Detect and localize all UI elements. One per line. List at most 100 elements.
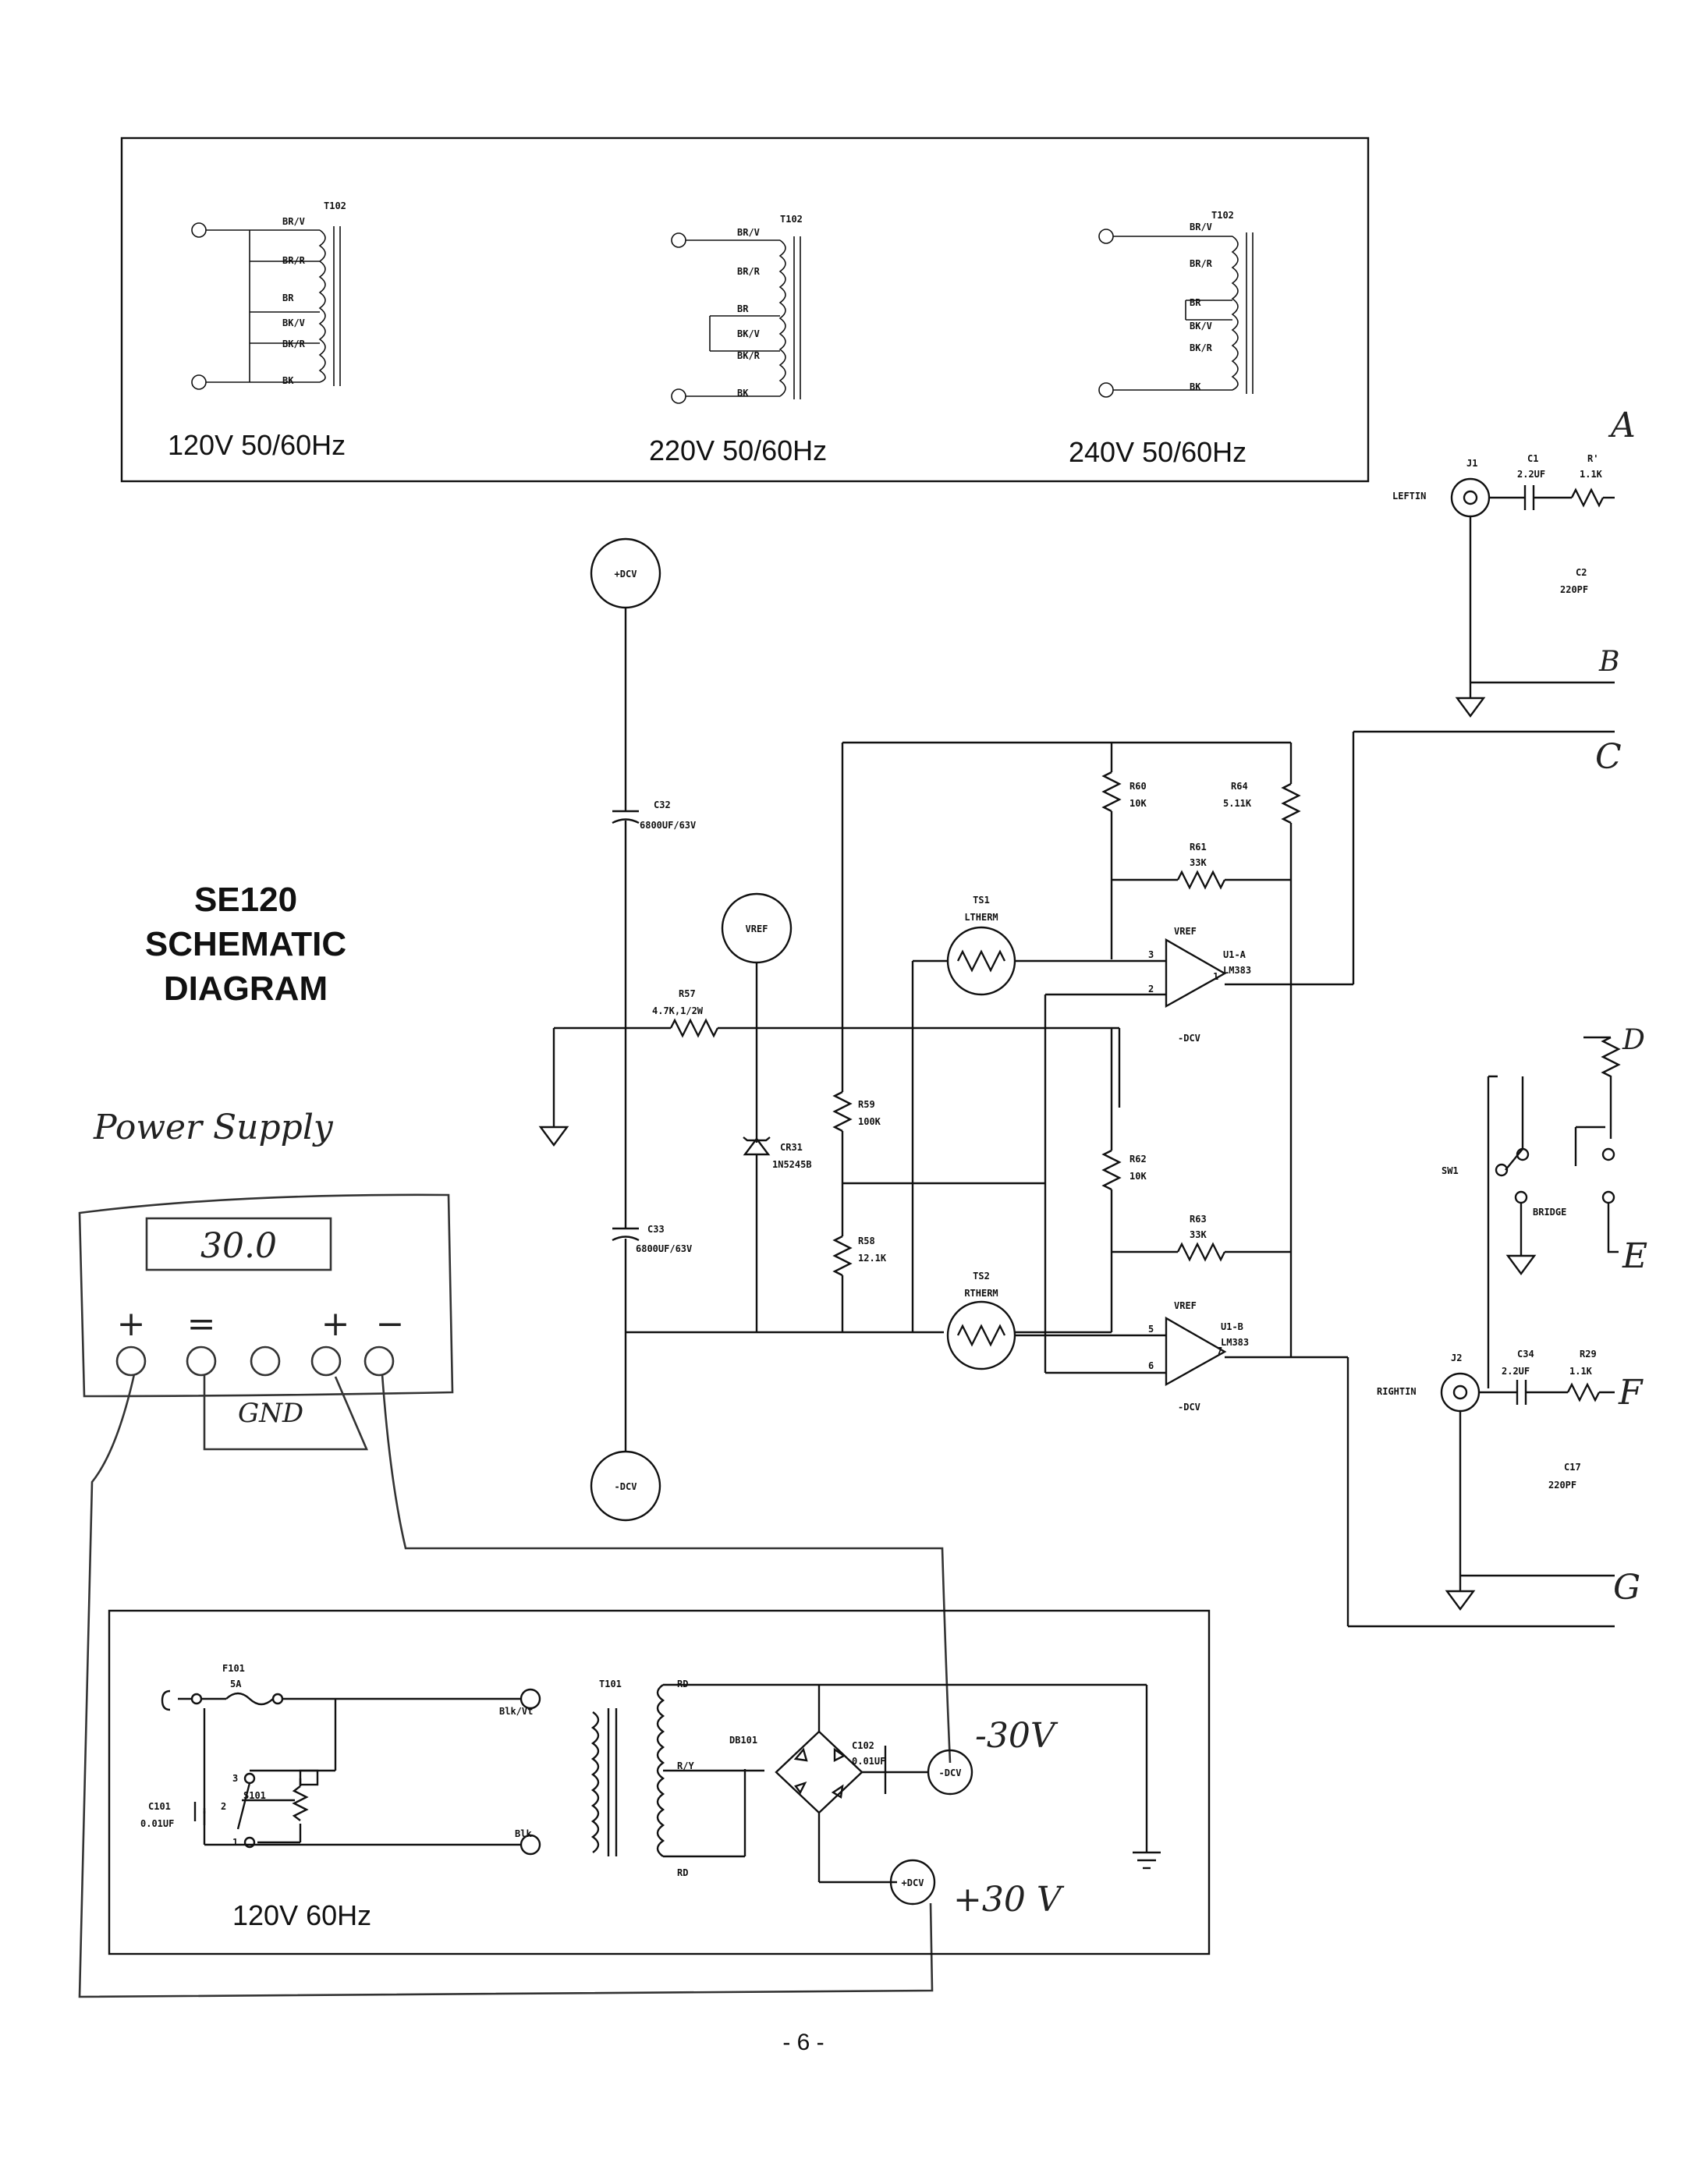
c32-label: C32 bbox=[654, 800, 671, 810]
c101-value: 0.01UF bbox=[140, 1818, 174, 1829]
tap-label: BR/V bbox=[282, 216, 305, 227]
r59-label: R59 bbox=[858, 1099, 875, 1110]
psu-circuit bbox=[161, 1683, 1161, 1906]
pin-label: 2 bbox=[1148, 984, 1154, 994]
switch-pin: 3 bbox=[232, 1773, 238, 1784]
c34-label: C34 bbox=[1517, 1349, 1534, 1360]
tap-label: BK/V bbox=[737, 328, 760, 339]
neg-rail-node: -DCV bbox=[615, 1481, 637, 1492]
c102-label: C102 bbox=[852, 1740, 874, 1751]
u1a-value: LM383 bbox=[1223, 965, 1251, 976]
handwritten-letter: D bbox=[1622, 1024, 1645, 1056]
handwritten-display-reading: 30.0 bbox=[200, 1226, 277, 1266]
r61-value: 33K bbox=[1190, 857, 1207, 868]
c17-label: C17 bbox=[1564, 1462, 1581, 1473]
r61-label: R61 bbox=[1190, 842, 1207, 853]
tap-label: BK/R bbox=[737, 350, 761, 361]
f101-label: F101 bbox=[222, 1663, 245, 1674]
tap-label: BR bbox=[737, 303, 749, 314]
page-number: - 6 - bbox=[782, 2030, 824, 2055]
handwritten-letter: B bbox=[1598, 646, 1619, 678]
tap-label: BR/R bbox=[737, 266, 761, 277]
pin-label: 7 bbox=[1217, 1346, 1222, 1356]
c17-value: 220PF bbox=[1548, 1480, 1576, 1491]
handwritten-letter: A bbox=[1608, 406, 1636, 445]
u1a-vref: VREF bbox=[1174, 926, 1197, 937]
terminal-sign: = bbox=[187, 1304, 216, 1344]
cr31-value: 1N5245B bbox=[772, 1159, 812, 1170]
terminal-sign: + bbox=[117, 1304, 146, 1344]
title-line-1: SE120 bbox=[194, 881, 297, 919]
ts1-label: TS1 bbox=[973, 895, 990, 906]
r62-label: R62 bbox=[1129, 1154, 1147, 1165]
tap-label: BK bbox=[282, 375, 294, 386]
config-label-220v: 220V 50/60Hz bbox=[649, 434, 827, 466]
j2-label: J2 bbox=[1451, 1353, 1462, 1363]
f101-value: 5A bbox=[230, 1679, 242, 1689]
pin-label: 1 bbox=[1213, 971, 1218, 982]
c2-value: 220PF bbox=[1560, 584, 1588, 595]
pin-label: 5 bbox=[1148, 1324, 1154, 1335]
r1-value: 1.1K bbox=[1580, 469, 1603, 480]
tap-label: BK/R bbox=[282, 339, 306, 349]
ts2-label: TS2 bbox=[973, 1271, 990, 1282]
tap-label: BR bbox=[282, 292, 294, 303]
r29-value: 1.1K bbox=[1569, 1366, 1593, 1377]
handwritten-letter: C bbox=[1595, 737, 1622, 777]
r57-label: R57 bbox=[679, 988, 696, 999]
switch-pin: 1 bbox=[232, 1837, 238, 1848]
tap-label: BR/R bbox=[282, 255, 306, 266]
cr31-label: CR31 bbox=[780, 1142, 803, 1153]
r57-value: 4.7K,1/2W bbox=[652, 1005, 704, 1016]
c34-value: 2.2UF bbox=[1502, 1366, 1530, 1377]
input-section bbox=[1440, 477, 1621, 1611]
tap-config-220v: T102 BR/V BR/R BR BK/V BK/R BK bbox=[671, 214, 803, 404]
handwritten-letter: G bbox=[1613, 1568, 1640, 1608]
r62-value: 10K bbox=[1129, 1171, 1147, 1182]
secondary-tap-label: RD bbox=[677, 1679, 688, 1689]
tap-label: BR/R bbox=[1190, 258, 1213, 269]
tap-config-120v: T102 BR/V BR/R BR BK/V BK/R BK bbox=[191, 200, 346, 390]
db101-label: DB101 bbox=[729, 1735, 757, 1746]
c33-label: C33 bbox=[647, 1224, 665, 1235]
tap-label: BR/V bbox=[737, 227, 760, 238]
c1-value: 2.2UF bbox=[1517, 469, 1545, 480]
r64-label: R64 bbox=[1231, 781, 1248, 792]
t101-label: T101 bbox=[599, 1679, 622, 1689]
r64-value: 5.11K bbox=[1223, 798, 1252, 809]
rightin-label: RIGHTIN bbox=[1377, 1386, 1417, 1397]
handwritten-minus-30v: -30V bbox=[975, 1716, 1059, 1756]
primary-tap-label: Blk bbox=[515, 1828, 532, 1839]
tap-label: BK/V bbox=[282, 317, 305, 328]
tap-label: BR/V bbox=[1190, 222, 1212, 232]
psu-panel-frame bbox=[108, 1609, 1211, 1955]
ts2-value: RTHERM bbox=[964, 1288, 998, 1299]
c102-value: 0.01UF bbox=[852, 1756, 885, 1767]
j1-label: J1 bbox=[1466, 458, 1477, 469]
u1b-vref: VREF bbox=[1174, 1300, 1197, 1311]
r58-value: 12.1K bbox=[858, 1253, 887, 1264]
r1-label: R' bbox=[1587, 453, 1598, 464]
handwritten-letter: E bbox=[1622, 1236, 1647, 1276]
secondary-tap-label: R/Y bbox=[677, 1760, 694, 1771]
c1-label: C1 bbox=[1527, 453, 1538, 464]
r60-value: 10K bbox=[1129, 798, 1147, 809]
bridge-label: BRIDGE bbox=[1533, 1207, 1566, 1218]
r63-value: 33K bbox=[1190, 1229, 1207, 1240]
tap-label: BK/R bbox=[1190, 342, 1213, 353]
title-line-2: SCHEMATIC bbox=[145, 925, 346, 963]
u1b-neg-supply: -DCV bbox=[1178, 1402, 1200, 1413]
secondary-tap-label: RD bbox=[677, 1867, 688, 1878]
handwritten-plus-30v: +30 V bbox=[953, 1880, 1065, 1920]
c32-value: 6800UF/63V bbox=[640, 820, 696, 831]
tap-label: BR bbox=[1190, 297, 1201, 308]
c2-label: C2 bbox=[1576, 567, 1587, 578]
config-label-240v: 240V 50/60Hz bbox=[1069, 436, 1246, 468]
leftin-label: LEFTIN bbox=[1392, 491, 1426, 502]
t102-label: T102 bbox=[324, 200, 346, 211]
primary-tap-label: Blk/Vt bbox=[499, 1706, 533, 1717]
title-line-3: DIAGRAM bbox=[164, 970, 328, 1008]
tap-label: BK/V bbox=[1190, 321, 1212, 332]
sw1-label: SW1 bbox=[1442, 1165, 1459, 1176]
vref-node: VREF bbox=[746, 924, 768, 934]
